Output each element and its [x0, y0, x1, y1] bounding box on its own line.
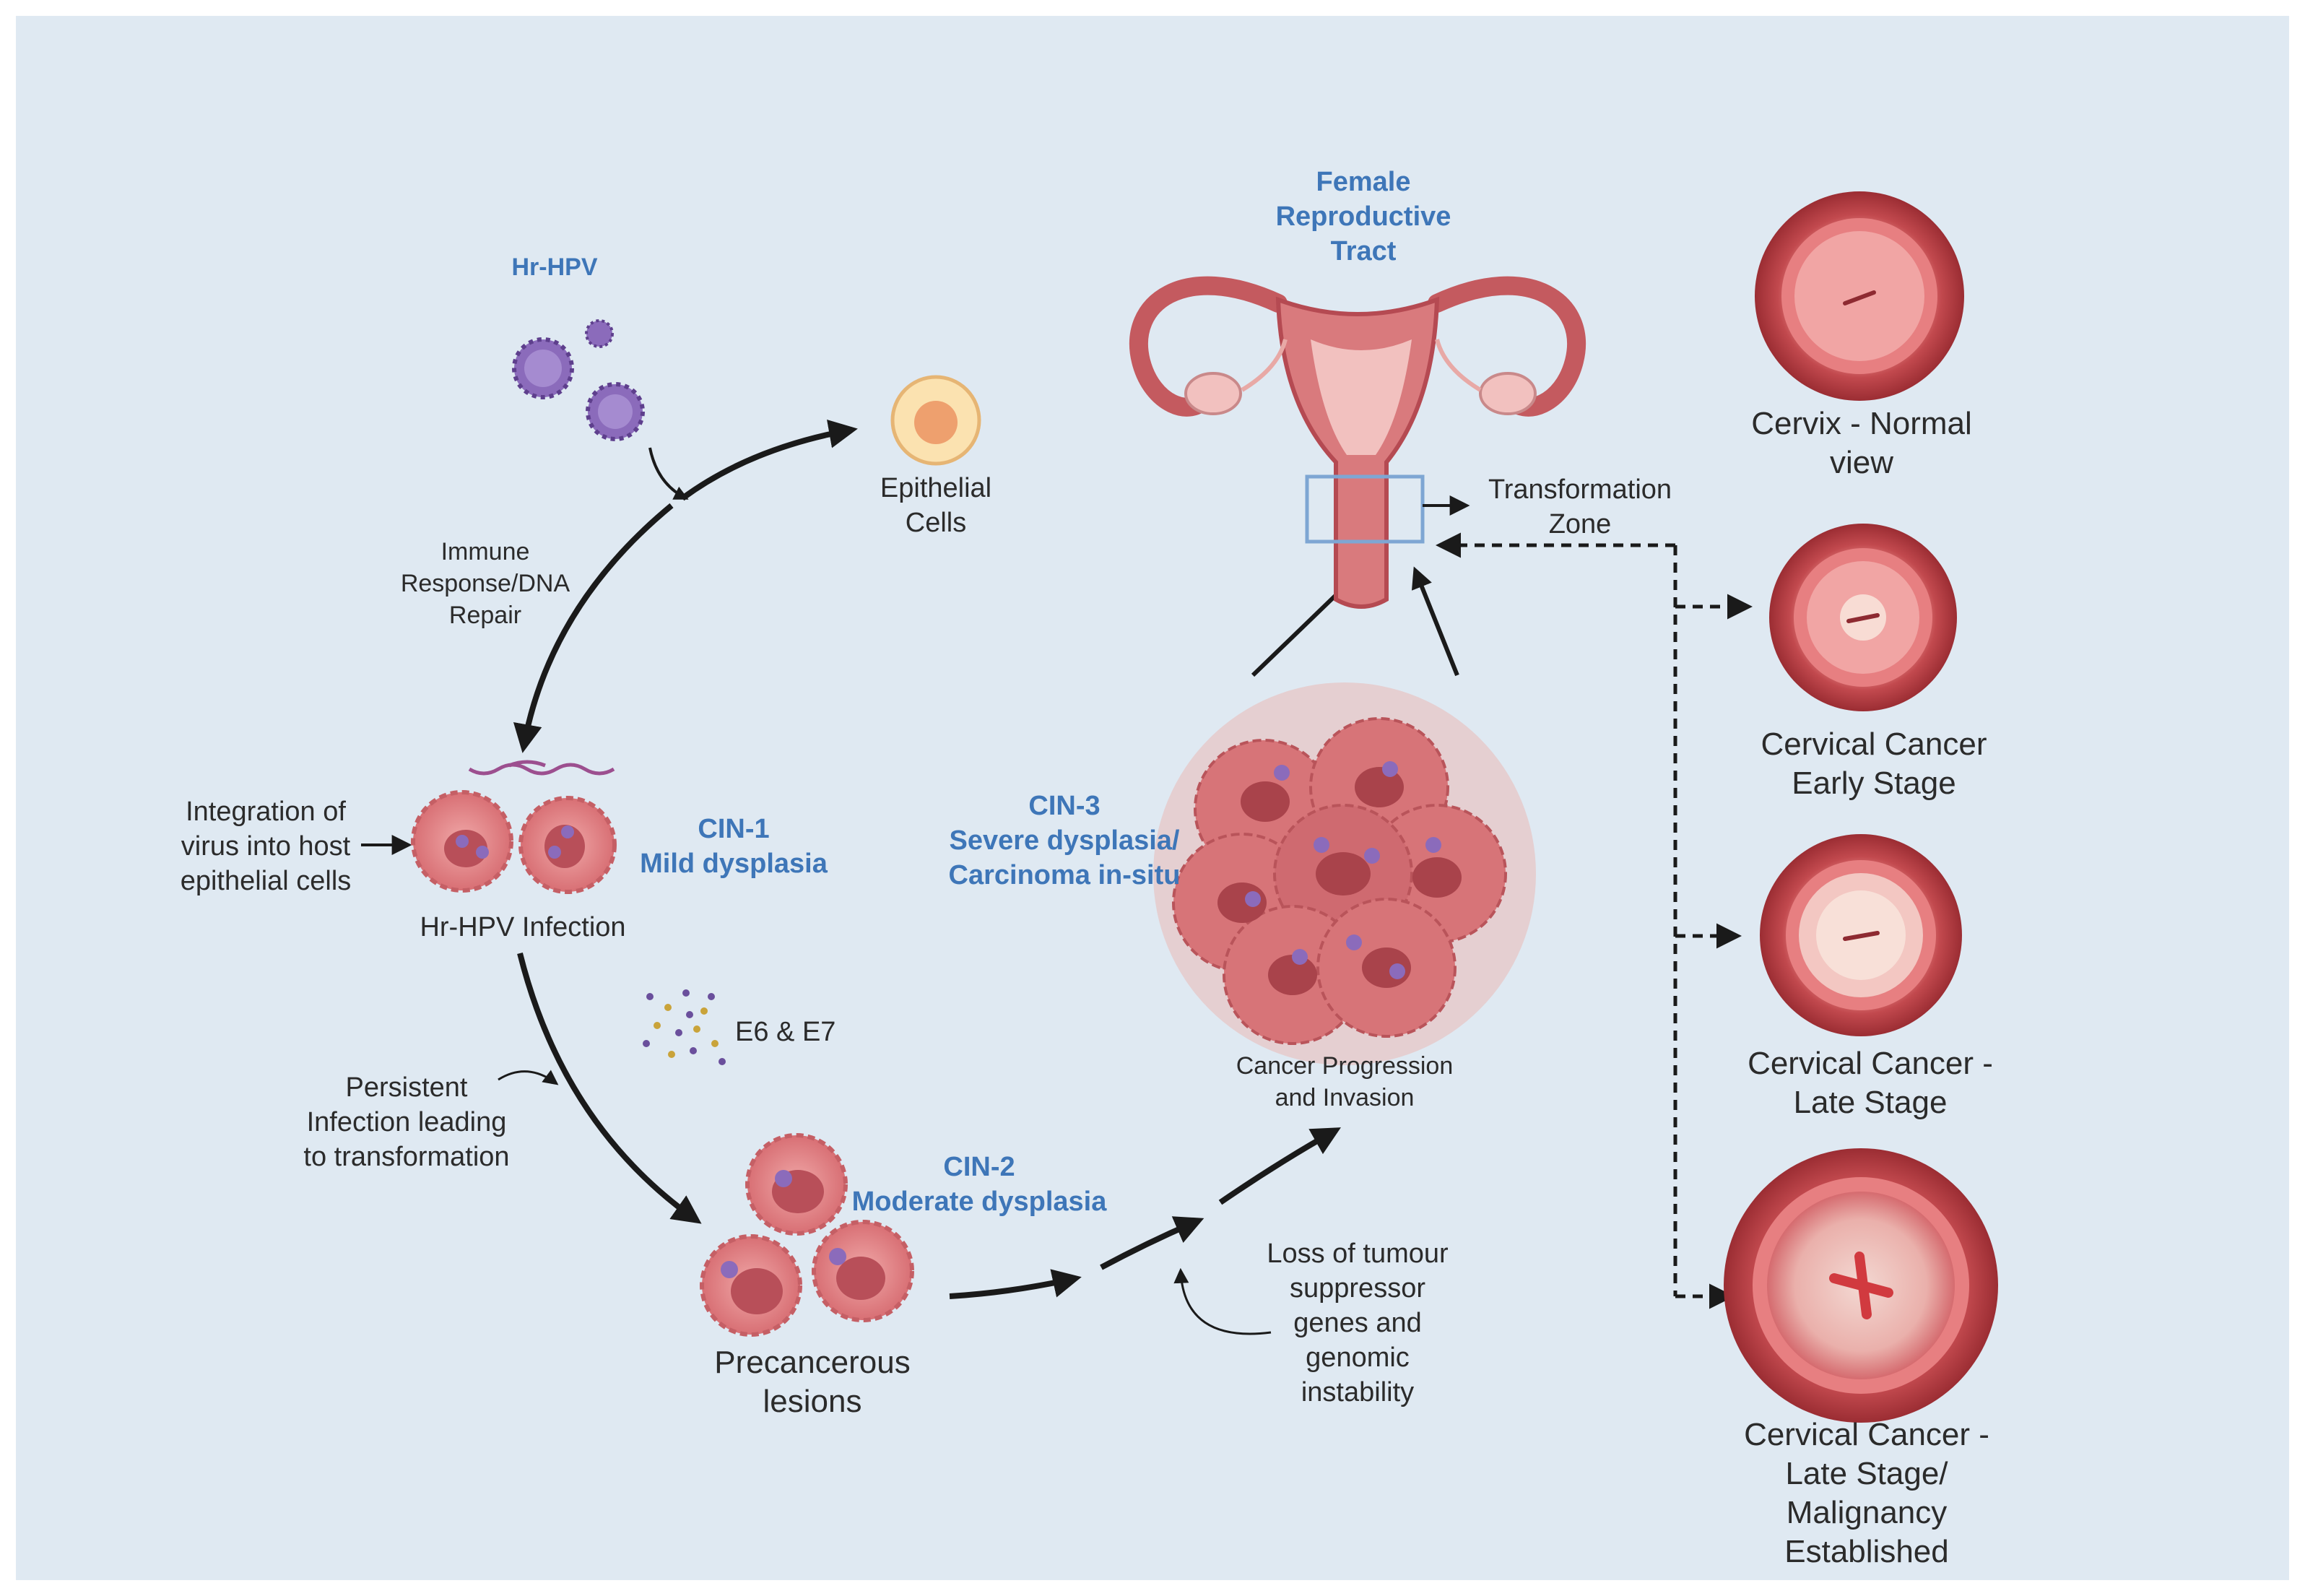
- cin2-label-line: CIN-2: [943, 1152, 1015, 1182]
- hr-hpv-virus-icon: [512, 319, 645, 441]
- cervix-early-stage-icon: [1769, 524, 1957, 711]
- cancer-progression-label-line: and Invasion: [1275, 1084, 1415, 1111]
- cin3-label-line: CIN-3: [1028, 791, 1101, 821]
- cervix-normal-label: Cervix - Normal view: [1751, 404, 1972, 482]
- integration-label: Integration of virus into host epithelia…: [181, 794, 352, 898]
- cervix-late-stage-label: Cervical Cancer - Late Stage: [1748, 1044, 1993, 1122]
- cervix-normal-label-line: view: [1829, 445, 1894, 480]
- loss-label-line: instability: [1301, 1377, 1415, 1408]
- precancerous-label-line: Precancerous: [714, 1345, 911, 1380]
- cin2-label: CIN-2 Moderate dysplasia: [852, 1150, 1107, 1219]
- immune-response-label: Immune Response/DNA Repair: [401, 536, 570, 631]
- integration-label-line: epithelial cells: [180, 866, 352, 896]
- loss-label-line: Loss of tumour: [1267, 1239, 1449, 1269]
- cycle-arrow-progression-1: [949, 1269, 1082, 1299]
- immune-response-label-line: Repair: [448, 602, 522, 629]
- cervix-malignancy-label-line: Malignancy: [1786, 1495, 1948, 1530]
- precancerous-label-line: lesions: [763, 1384, 862, 1419]
- tumor-cluster-icon: [1153, 682, 1536, 1065]
- cin1-label: CIN-1 Mild dysplasia: [640, 812, 828, 881]
- transformation-zone-label-line: Transformation: [1488, 474, 1672, 505]
- epithelial-cells-label-line: Cells: [905, 508, 967, 538]
- cycle-arrow-persistent: [517, 953, 702, 1224]
- cervix-malignancy-icon: [1724, 1148, 1998, 1423]
- e6-e7-label: E6 & E7: [735, 1017, 836, 1047]
- hr-hpv-label: Hr-HPV: [511, 253, 598, 281]
- cervix-normal-icon: [1755, 191, 1964, 401]
- female-tract-label-line: Female: [1316, 167, 1411, 197]
- persistent-infection-label-line: Infection leading: [306, 1107, 507, 1137]
- tumor-to-tract-arrow-right: [1411, 566, 1459, 677]
- integration-label-line: virus into host: [181, 831, 351, 862]
- cervix-malignancy-label: Cervical Cancer - Late Stage/ Malignancy…: [1744, 1415, 1989, 1571]
- loss-of-tumour-suppressor-label: Loss of tumour suppressor genes and geno…: [1267, 1236, 1448, 1410]
- cervix-late-stage-label-line: Late Stage: [1793, 1085, 1948, 1120]
- transformation-zone-label-line: Zone: [1548, 509, 1612, 539]
- female-tract-label-line: Tract: [1330, 236, 1397, 266]
- persistent-infection-label-line: to transformation: [303, 1142, 510, 1172]
- cervix-normal-label-line: Cervix - Normal: [1751, 406, 1972, 441]
- cervix-late-stage-label-line: Cervical Cancer -: [1748, 1046, 1993, 1081]
- cin2-label-line: Moderate dysplasia: [851, 1187, 1107, 1217]
- cycle-arrow-immune: [513, 503, 674, 753]
- cin2-cells-icon: [700, 1133, 914, 1337]
- cervix-malignancy-label-line: Established: [1784, 1534, 1949, 1569]
- persistent-infection-label-line: Persistent: [345, 1072, 468, 1103]
- cin3-label: CIN-3 Severe dysplasia/ Carcinoma in-sit…: [949, 789, 1181, 893]
- immune-response-label-line: Immune: [440, 538, 530, 565]
- cancer-progression-label: Cancer Progression and Invasion: [1236, 1050, 1453, 1114]
- cancer-progression-label-line: Cancer Progression: [1236, 1052, 1454, 1080]
- loss-label-line: suppressor: [1290, 1273, 1425, 1304]
- cin3-label-line: Carcinoma in-situ: [948, 860, 1181, 890]
- precancerous-lesions-label: Precancerous lesions: [714, 1343, 910, 1421]
- immune-response-label-line: Response/DNA: [400, 570, 570, 597]
- cervix-malignancy-label-line: Cervical Cancer -: [1744, 1417, 1989, 1452]
- female-reproductive-tract-label: Female Reproductive Tract: [1276, 165, 1451, 269]
- epithelial-cells-label: Epithelial Cells: [880, 471, 991, 540]
- cervix-malignancy-label-line: Late Stage/: [1785, 1456, 1948, 1491]
- transformation-zone-box: [1305, 474, 1425, 544]
- hr-hpv-infection-label: Hr-HPV Infection: [420, 912, 626, 942]
- stage-dashed-connector: [1436, 532, 1753, 1309]
- female-tract-label-line: Reproductive: [1275, 201, 1451, 232]
- loss-label-line: genes and: [1293, 1308, 1422, 1338]
- female-reproductive-tract-icon: [1129, 276, 1586, 609]
- virus-entry-arrow: [648, 447, 689, 500]
- integration-label-line: Integration of: [186, 797, 346, 827]
- cin1-label-line: Mild dysplasia: [640, 849, 828, 879]
- e6-e7-proteins-icon: [643, 989, 726, 1065]
- cycle-arrow-progression-3: [1218, 1127, 1341, 1205]
- cervix-early-stage-label-line: Cervical Cancer: [1761, 727, 1987, 762]
- cycle-arrow-to-epithelial: [680, 419, 858, 501]
- cycle-arrow-progression-2: [1100, 1216, 1204, 1270]
- epithelial-cell-icon: [890, 375, 981, 466]
- cin3-label-line: Severe dysplasia/: [949, 825, 1180, 856]
- cervix-early-stage-label: Cervical Cancer Early Stage: [1761, 725, 1987, 803]
- loss-pointer-arrow: [1173, 1267, 1272, 1335]
- cervix-late-stage-icon: [1760, 834, 1962, 1036]
- transformation-zone-label: Transformation Zone: [1488, 472, 1672, 542]
- loss-label-line: genomic: [1306, 1343, 1410, 1373]
- persistent-infection-label: Persistent Infection leading to transfor…: [303, 1070, 509, 1174]
- cin1-cells-icon: [411, 760, 617, 894]
- persistent-pointer-arrow: [498, 1070, 559, 1085]
- cin1-label-line: CIN-1: [698, 814, 770, 844]
- cervix-early-stage-label-line: Early Stage: [1792, 766, 1956, 801]
- epithelial-cells-label-line: Epithelial: [880, 473, 992, 503]
